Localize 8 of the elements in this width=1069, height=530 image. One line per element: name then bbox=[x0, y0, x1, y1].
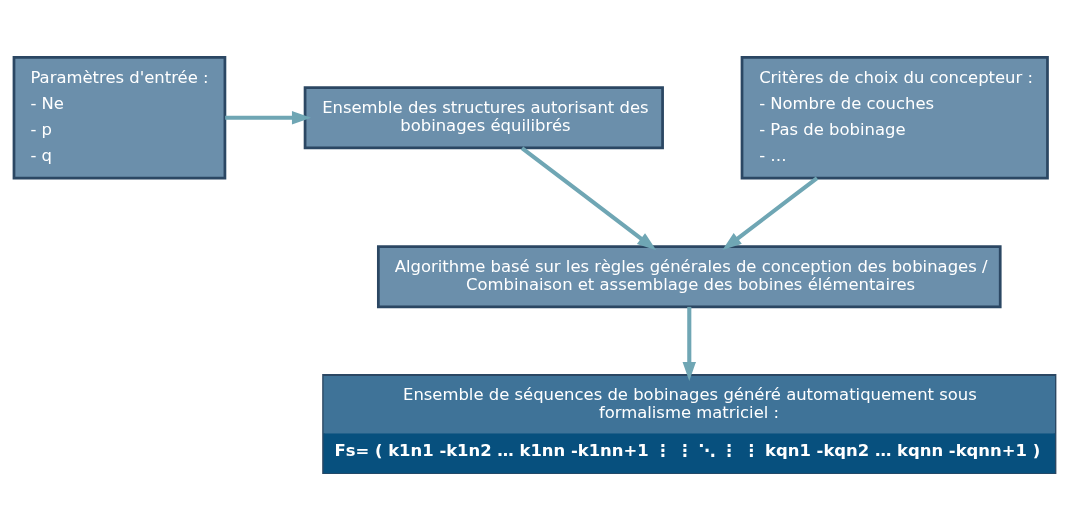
node-box: Algorithme basé sur les règles générales de conception des bobinages / Combinaison et assemblage des bobines élémentaires bbox=[377, 245, 1002, 309]
node-box: Paramètres d'entrée : - Ne - p - q bbox=[12, 56, 227, 180]
arrow bbox=[225, 111, 312, 125]
arrow bbox=[682, 306, 696, 382]
arrow bbox=[520, 146, 657, 251]
node-box: Ensemble des structures autorisant des bobinages équilibrés bbox=[303, 86, 664, 150]
arrow bbox=[722, 176, 819, 251]
node-box: Critères de choix du concepteur : - Nombre de couches - Pas de bobinage - … bbox=[740, 56, 1049, 180]
